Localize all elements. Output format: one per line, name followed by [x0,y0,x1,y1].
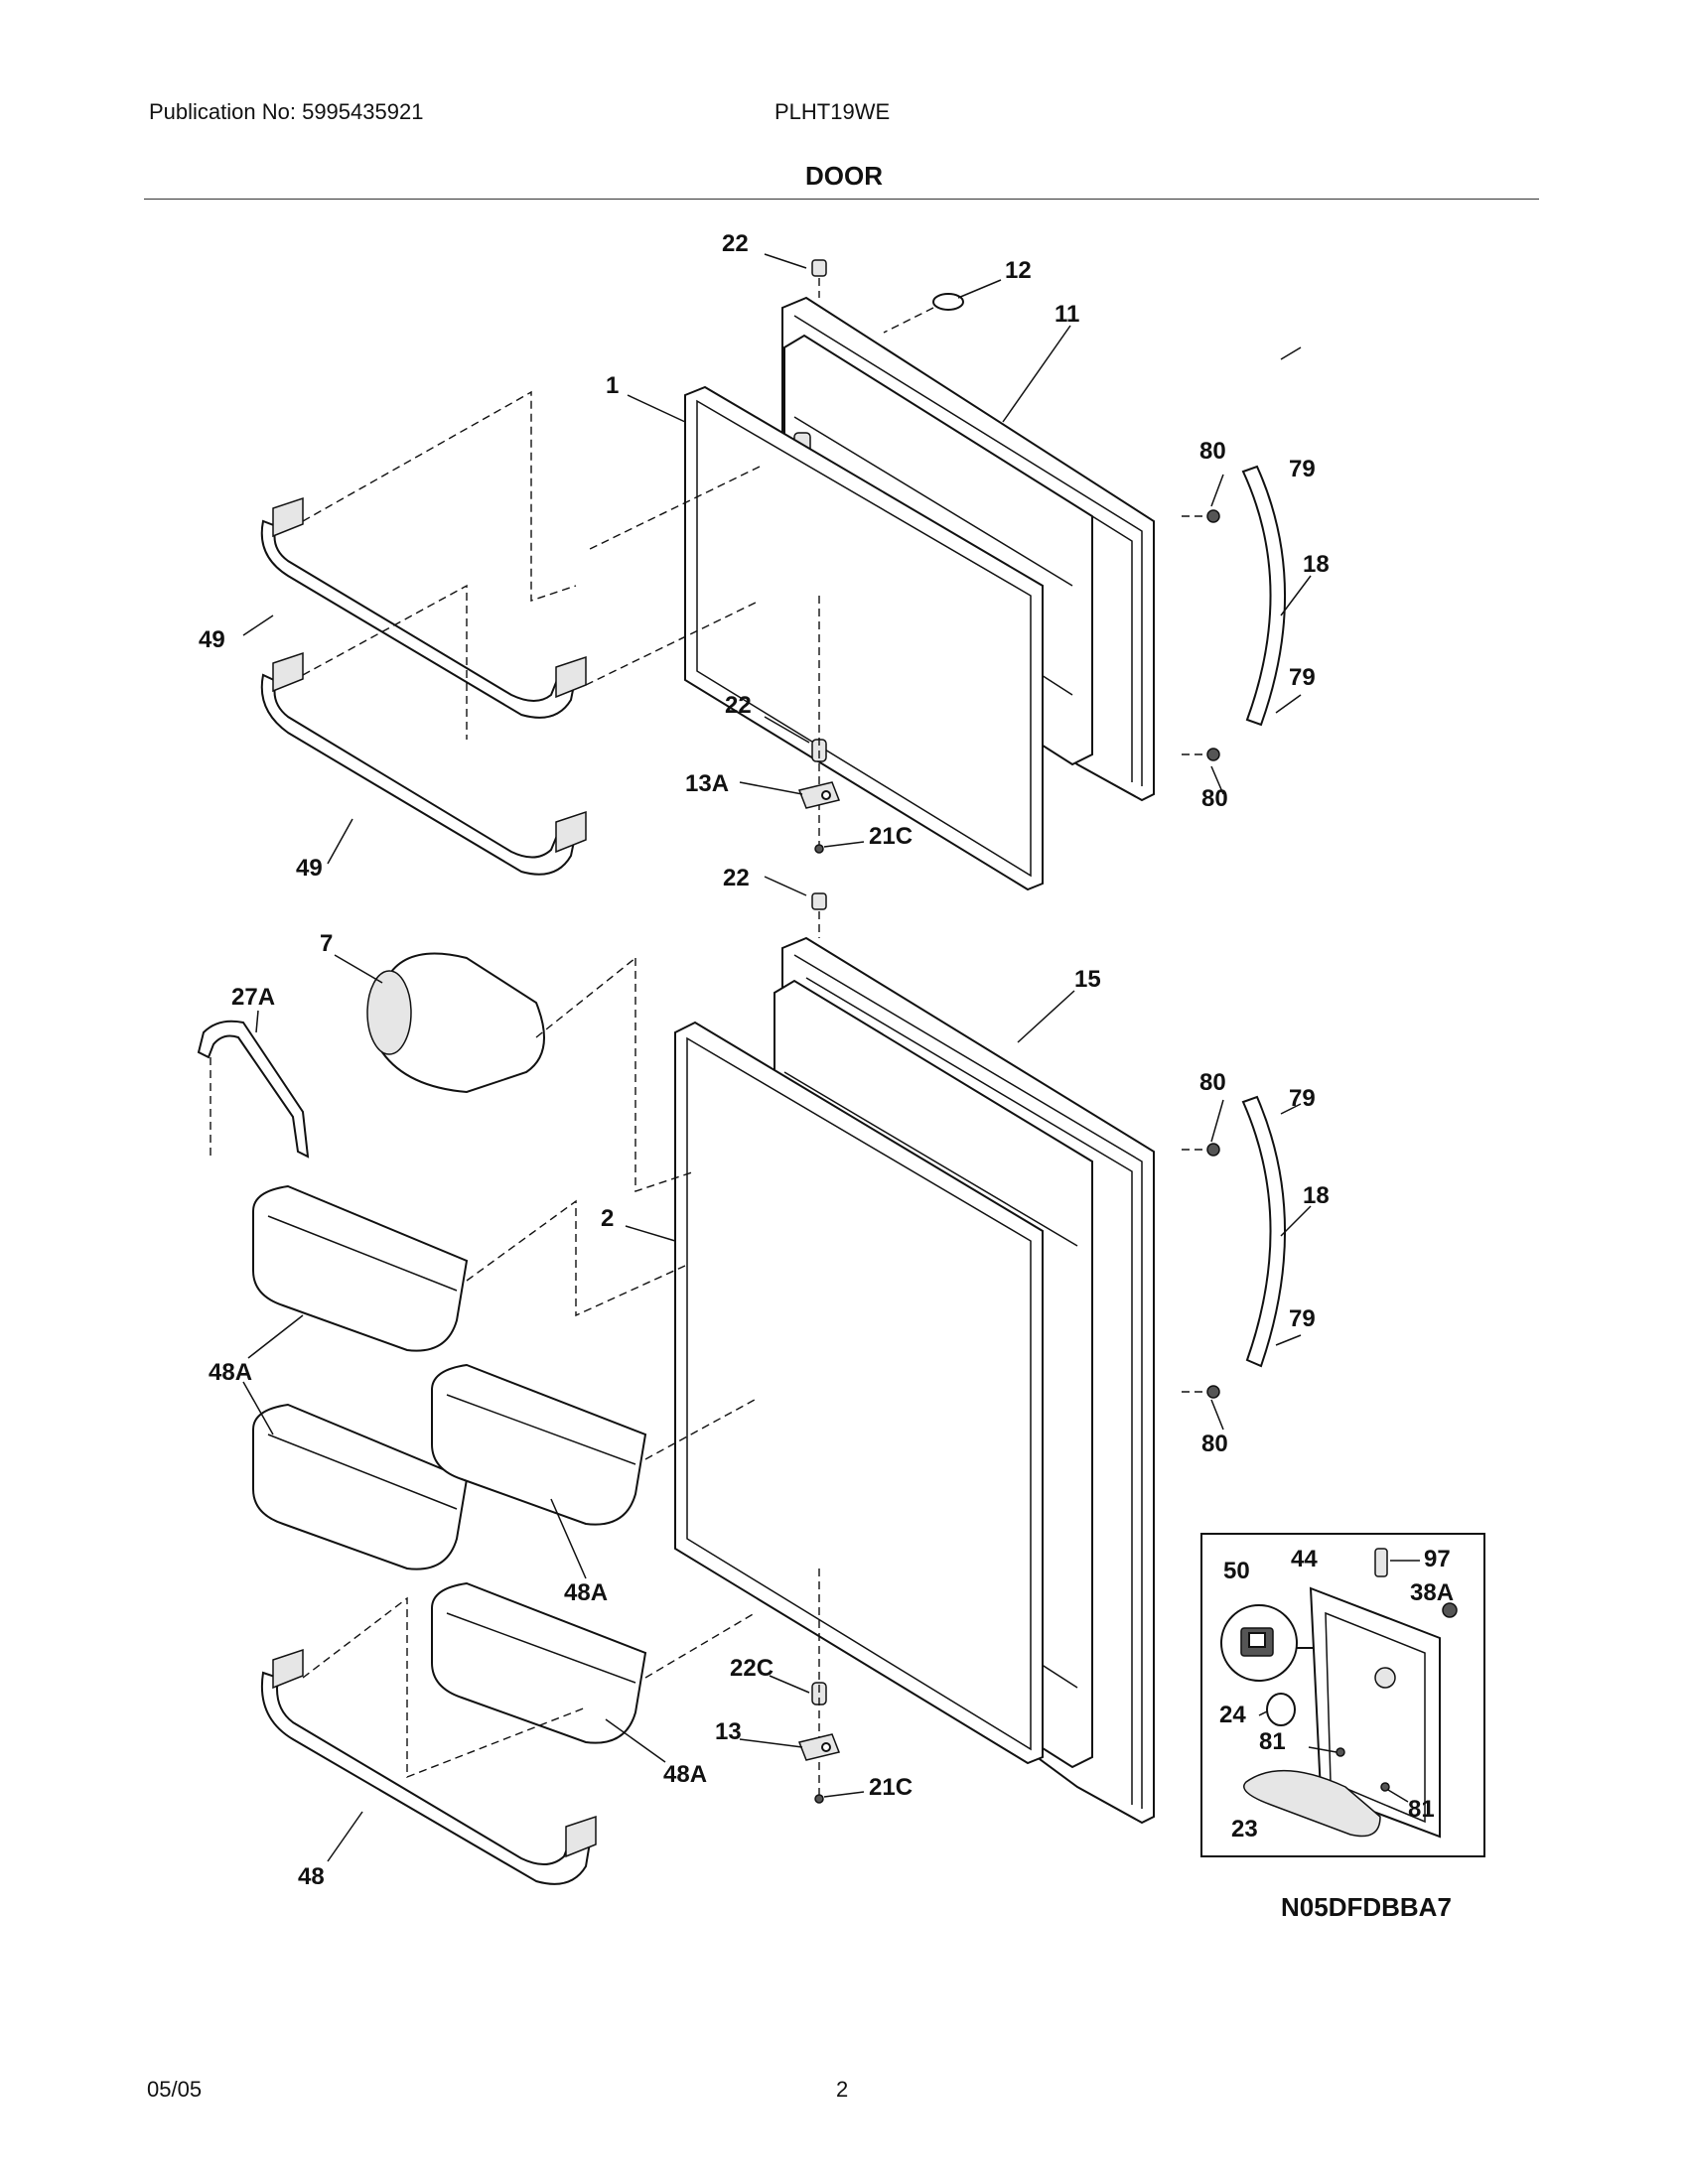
leader-lines [242,253,1420,1862]
callout-50: 50 [1223,1558,1250,1584]
callout-48a: 48A [663,1761,707,1788]
callout-80: 80 [1201,1431,1228,1457]
callout-79: 79 [1289,664,1316,691]
hinge-bracket-lower-icon [797,1733,841,1761]
screw-icon [814,844,824,854]
freezer-door-gasket [684,385,1044,891]
callout-79: 79 [1289,1085,1316,1112]
hinge-screw-top-icon [811,259,827,277]
callout-21c: 21C [869,823,913,850]
hinge-bracket-icon [797,781,841,809]
page-number: 2 [836,2077,849,2102]
diagram-code: N05DFDBBA7 [1281,1892,1452,1922]
footer-date: 05/05 [147,2077,203,2102]
hinge-screw-lower-icon [811,892,827,910]
fresh-food-handle [1241,1095,1287,1368]
fresh-food-door-gasket [674,1021,1044,1765]
callout-24: 24 [1219,1702,1246,1728]
callout-7: 7 [320,930,333,957]
fresh-food-door-assembly [197,892,1287,1885]
callout-80: 80 [1201,785,1228,812]
callout-22: 22 [723,865,750,891]
callout-22c: 22C [730,1655,774,1682]
freezer-shelf-upper [260,519,578,719]
model-number: PLHT19WE [774,99,891,124]
callout-79: 79 [1289,456,1316,482]
callout-13: 13 [715,1718,742,1745]
callout-80: 80 [1199,438,1226,465]
door-bin-middle-right [431,1363,647,1526]
button-24-icon [1266,1693,1296,1726]
publication-number: Publication No: 5995435921 [149,99,424,124]
callout-15: 15 [1074,966,1101,993]
callout-labels: 22 12 11 1 80 79 18 79 80 49 49 22 13A 2… [199,230,1454,1922]
callout-18: 18 [1303,551,1330,578]
screw-lower-icon [814,1794,824,1804]
callout-22: 22 [722,230,749,257]
callout-18: 18 [1303,1182,1330,1209]
callout-11: 11 [1055,301,1079,328]
callout-79: 79 [1289,1305,1316,1332]
callout-48a: 48A [209,1359,252,1386]
header-divider [144,199,1539,200]
switch-detail-circle [1220,1604,1298,1682]
dairy-door-rail [197,1020,310,1159]
callout-12: 12 [1005,257,1032,284]
freezer-door-assembly [260,259,1287,891]
callout-81: 81 [1259,1728,1286,1755]
dispenser-housing [1309,1586,1441,1839]
callout-81: 81 [1408,1796,1435,1823]
callout-27a: 27A [231,984,275,1011]
callout-13a: 13A [685,770,729,797]
drip-tray-23 [1243,1769,1381,1838]
door-bin-middle-left [252,1403,469,1570]
callout-38a: 38A [1410,1579,1454,1606]
callout-97: 97 [1424,1546,1451,1572]
callout-23: 23 [1231,1816,1258,1843]
callout-49: 49 [296,855,323,882]
dispenser-inset [1200,1533,1485,1857]
callout-48: 48 [298,1863,325,1890]
screw-97-icon [1374,1548,1388,1577]
callout-48a: 48A [564,1579,608,1606]
callout-22: 22 [725,692,752,719]
freezer-handle [1241,465,1287,727]
callout-80: 80 [1199,1069,1226,1096]
nut-38a-icon [1442,1602,1458,1618]
callout-2: 2 [601,1205,614,1232]
door-bin-upper-left [252,1184,469,1352]
plug-icon [932,293,964,311]
callout-44: 44 [1291,1546,1318,1572]
callout-1: 1 [606,372,619,399]
page-title: DOOR [805,161,883,191]
door-bin-lower-right [431,1581,647,1744]
callout-21c: 21C [869,1774,913,1801]
callout-49: 49 [199,626,225,653]
inset-frame [1200,1533,1485,1857]
